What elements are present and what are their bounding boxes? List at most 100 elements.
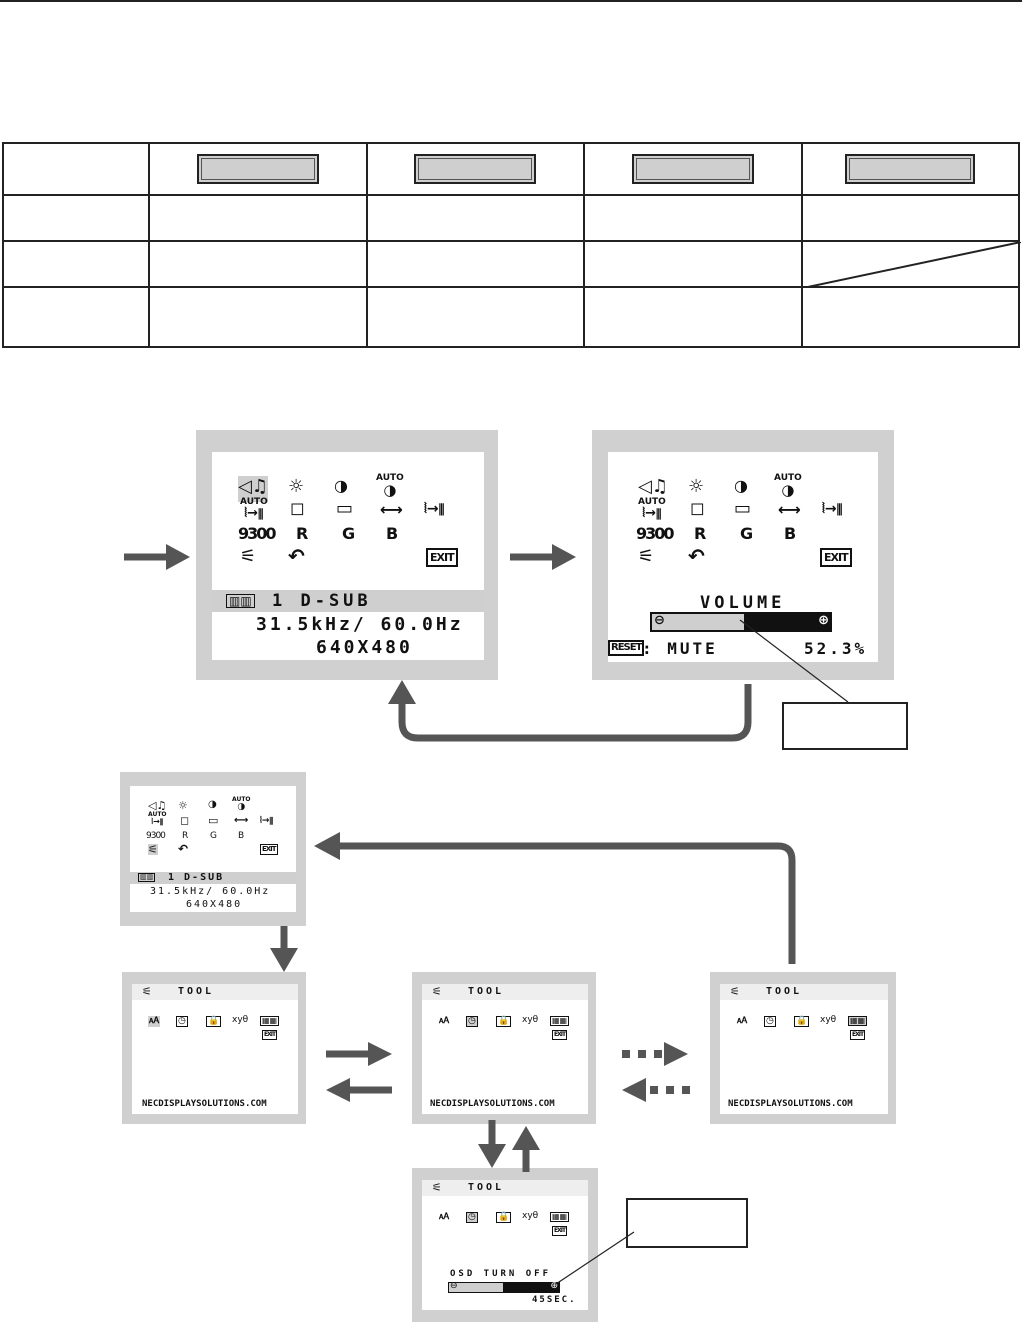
- left-right-icon: ◻: [180, 814, 190, 827]
- contrast-icon: ◑: [208, 799, 217, 810]
- r-label: R: [694, 524, 707, 543]
- osd-off-label: OSD TURN OFF: [450, 1269, 552, 1279]
- left-right-icon: ◻: [290, 498, 305, 519]
- main-menu-screen: ◁♫ ☼ ◑ AUTO◑ AUTO⦚→⫴ ◻ ▭ ⟷ ⦚→⫴ 9300 R G …: [212, 452, 484, 660]
- xy-label: xyθ: [232, 1015, 249, 1025]
- exit-icon: EXIT: [262, 1030, 278, 1040]
- down-up-icon: ▭: [734, 498, 752, 519]
- lock-icon: 🔒: [496, 1016, 512, 1027]
- contrast-icon: ◑: [734, 476, 748, 495]
- key-button-3: [631, 154, 754, 184]
- arrow-volume-back-path: [398, 684, 752, 742]
- reset-icon: RESET: [608, 640, 645, 656]
- tool-title: TOOL: [468, 1182, 505, 1193]
- callout-line-osd: [555, 1231, 635, 1285]
- key-button-4: [845, 154, 976, 184]
- top-rule: [0, 0, 1022, 2]
- lock-icon: 🔒: [206, 1016, 222, 1027]
- table-cell: [2, 240, 150, 288]
- table-header-key-4: [800, 142, 1020, 196]
- callout-line-volume: [739, 619, 849, 703]
- tool-title-row: [720, 984, 888, 1000]
- key-button-2: [414, 154, 537, 184]
- b-label: B: [784, 524, 797, 543]
- table-cell: [583, 194, 803, 242]
- down-up-icon: ▭: [208, 814, 219, 827]
- down-up-icon: ▭: [336, 498, 354, 519]
- dotted-arrow-left: [622, 1078, 690, 1102]
- url-text: NECDISPLAYSOLUTIONS.COM: [142, 1099, 267, 1109]
- tool-title-row: [422, 984, 588, 1000]
- tool-title: TOOL: [178, 986, 215, 997]
- callout-box-osd: [626, 1198, 748, 1248]
- exit-icon: EXIT: [260, 844, 278, 855]
- g-label: G: [342, 524, 356, 543]
- small-main-menu-frame: ◁♫ ☼ ◑ AUTO◑ AUTO⦚→⫴ ◻ ▭ ⟷ ⦚→⫴ 9300 R G …: [120, 772, 306, 926]
- tool-menu-frame-2: ⚟ TOOL 🗚 ◷ 🔒 xyθ ▦▦ EXIT NECDISPLAYSOLUT…: [412, 972, 596, 1124]
- info-icon: ▦▦: [260, 1016, 280, 1026]
- key-button-1: [196, 154, 319, 184]
- tool-icon: ⚟: [240, 546, 257, 567]
- tool-menu-frame-1: ⚟ TOOL 🗚 ◷ 🔒 xyθ ▦▦ EXIT NECDISPLAYSOLUT…: [122, 972, 306, 1124]
- table-cell: [2, 194, 150, 242]
- table-cell: [800, 286, 1020, 348]
- table-cell: [365, 194, 585, 242]
- volume-value-text: 52.3%: [804, 639, 868, 658]
- arrow-into-main-menu: [124, 544, 190, 570]
- input-highlight-row: [130, 872, 296, 884]
- volume-slider[interactable]: ⊖ ⊕: [650, 612, 832, 632]
- lock-icon: 🔒: [794, 1016, 810, 1027]
- input-label: 1 D-SUB: [272, 591, 372, 611]
- osd-timer-slider[interactable]: ⊖ ⊕: [448, 1281, 560, 1293]
- brightness-icon: ☼: [178, 799, 188, 812]
- table-cell: [583, 240, 803, 288]
- tool-title-row: [422, 1180, 588, 1196]
- control-key-table: [2, 142, 1021, 348]
- table-cell: [148, 194, 368, 242]
- arrow-tool-back-path: [338, 842, 796, 964]
- tool-menu-screen-3: ⚟ TOOL 🗚 ◷ 🔒 xyθ ▦▦ EXIT NECDISPLAYSOLUT…: [720, 984, 888, 1114]
- fine-icon: ⦚→⫴: [822, 501, 843, 517]
- volume-slider-fill: [652, 614, 744, 630]
- language-icon: 🗚: [439, 1212, 450, 1222]
- url-text: NECDISPLAYSOLUTIONS.COM: [430, 1099, 555, 1109]
- osd-time-text: 45SEC.: [532, 1295, 577, 1305]
- diagonal-slash: [802, 242, 1021, 288]
- tool-title: TOOL: [766, 986, 803, 997]
- return-icon: ↶: [688, 544, 705, 568]
- frequency-text: 31.5kHz/ 60.0Hz: [150, 886, 271, 897]
- tool-icon: ⚟: [730, 985, 740, 998]
- tool-title: TOOL: [468, 986, 505, 997]
- exit-icon: EXIT: [850, 1030, 866, 1040]
- return-icon: ↶: [178, 842, 189, 856]
- input-label: 1 D-SUB: [168, 872, 225, 883]
- minus-icon: ⊖: [450, 1281, 458, 1291]
- arrow-tool-back-head: [314, 832, 340, 860]
- exit-icon: EXIT: [552, 1030, 568, 1040]
- small-main-menu-screen: ◁♫ ☼ ◑ AUTO◑ AUTO⦚→⫴ ◻ ▭ ⟷ ⦚→⫴ 9300 R G …: [130, 786, 296, 912]
- volume-icon: ◁♫: [238, 476, 268, 502]
- left-right-icon: ◻: [690, 498, 705, 519]
- tool-icon: ⚟: [142, 985, 152, 998]
- table-cell: [365, 286, 585, 348]
- brightness-icon: ☼: [688, 476, 705, 497]
- color-9300-label: 9300: [146, 831, 166, 841]
- table-cell-na: [800, 240, 1021, 288]
- r-label: R: [182, 831, 189, 841]
- table-header-key-3: [583, 142, 803, 196]
- d-sub-connector-icon: ▥▥: [226, 594, 255, 608]
- lock-icon: 🔒: [496, 1212, 512, 1223]
- exit-icon: EXIT: [552, 1226, 568, 1236]
- table-cell: [2, 286, 150, 348]
- exit-icon: EXIT: [820, 548, 852, 567]
- tool-menu-screen-1: ⚟ TOOL 🗚 ◷ 🔒 xyθ ▦▦ EXIT NECDISPLAYSOLUT…: [132, 984, 298, 1114]
- fine-icon: ⦚→⫴: [260, 816, 274, 826]
- h-size-icon: ⟷: [778, 500, 801, 519]
- osd-timer-frame: ⚟ TOOL 🗚 ◷ 🔒 xyθ ▦▦ EXIT OSD TURN OFF ⊖ …: [412, 1168, 598, 1322]
- table-header-key-2: [365, 142, 585, 196]
- table-header-blank: [2, 142, 150, 196]
- volume-icon: ◁♫: [638, 476, 668, 497]
- info-icon: ▦▦: [550, 1016, 570, 1026]
- g-label: G: [740, 524, 754, 543]
- table-cell: [800, 194, 1020, 242]
